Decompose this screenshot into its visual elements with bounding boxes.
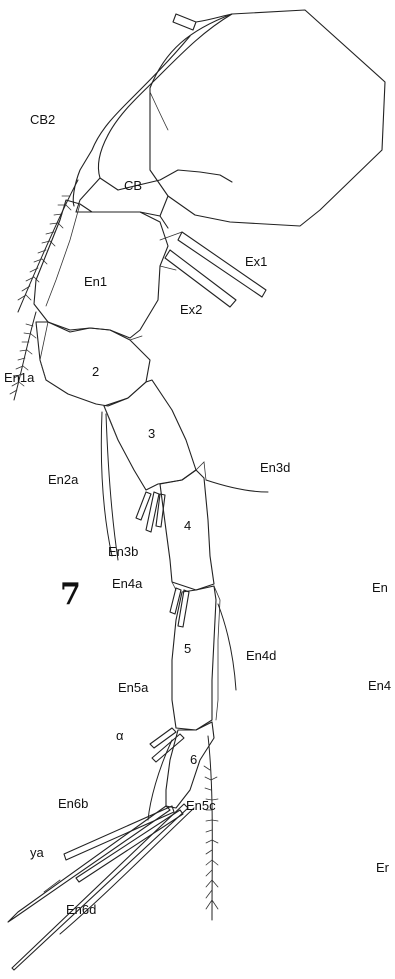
label-en5a: En5a: [118, 680, 149, 695]
exopod-rods: [159, 231, 267, 308]
label-seg2: 2: [92, 364, 99, 379]
edge-label-right-bottom: Er: [376, 860, 390, 875]
label-en3d: En3d: [260, 460, 290, 475]
label-en6d: En6d: [66, 902, 96, 917]
coxa-plate: [149, 9, 386, 227]
label-cb: CB: [124, 178, 142, 193]
label-seg6: 6: [190, 752, 197, 767]
en1-segment: [33, 199, 177, 339]
label-en1: En1: [84, 274, 107, 289]
en5c-plumose-seta: [203, 735, 219, 921]
label-en6b: En6b: [58, 796, 88, 811]
label-ex1: Ex1: [245, 254, 267, 269]
segment-3: [100, 379, 207, 561]
label-cb2: CB2: [30, 112, 55, 127]
label-en3b: En3b: [108, 544, 138, 559]
edge-label-right-top: En: [372, 580, 388, 595]
en6d-seta: [11, 803, 195, 971]
cb2-plumose-seta: [17, 179, 79, 313]
edge-label-right-mid: En4: [368, 678, 391, 693]
label-seg3: 3: [148, 426, 155, 441]
en6b-setae: [63, 805, 184, 883]
label-en5c: En5c: [186, 798, 216, 813]
en3b-setae: [135, 491, 166, 533]
label-alpha: α: [116, 728, 124, 743]
en1a-plumose-seta: [9, 311, 37, 401]
basis-cb2: [72, 13, 233, 229]
label-seg4: 4: [184, 518, 191, 533]
ya-seta: [7, 805, 171, 923]
label-en2a: En2a: [48, 472, 79, 487]
en3d-seta: [205, 479, 269, 493]
label-en1a: En1a: [4, 370, 35, 385]
figure-number: 7: [60, 577, 81, 612]
label-en4a: En4a: [112, 576, 143, 591]
label-seg5: 5: [184, 641, 191, 656]
label-ya: ya: [30, 845, 45, 860]
en4a-setae: [169, 587, 190, 628]
segment-5: [171, 585, 237, 731]
segment-6: [147, 721, 215, 821]
label-ex2: Ex2: [180, 302, 202, 317]
en5a-setae: [149, 727, 185, 763]
label-en4d: En4d: [246, 648, 276, 663]
